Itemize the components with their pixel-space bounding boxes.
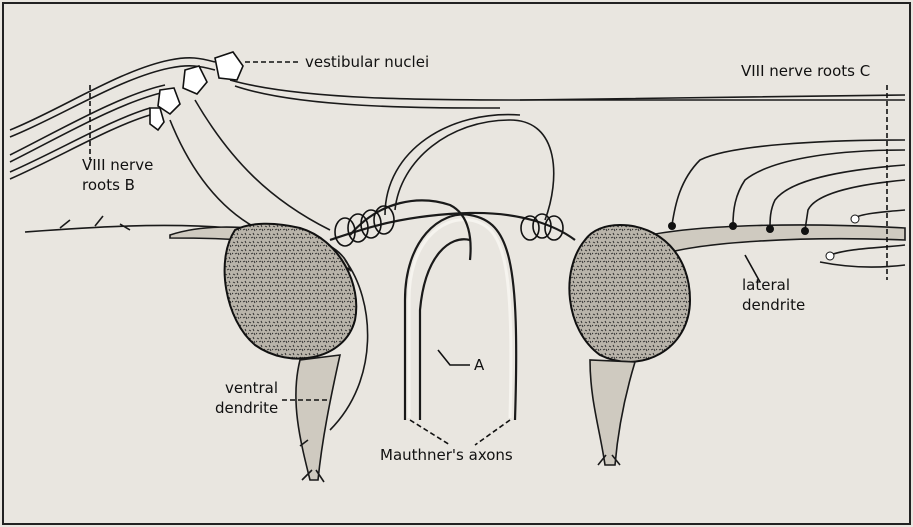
nerve-roots-b-label-line1: VIII nerve <box>82 156 153 174</box>
mauthners-axons-leaders <box>410 420 510 445</box>
mauthners-axons <box>330 115 575 420</box>
mauthners-axons-label: Mauthner's axons <box>380 446 513 464</box>
ventral-dendrite-label-line2: dendrite <box>215 399 278 417</box>
ventral-dendrite-label-line1: ventral <box>225 379 278 397</box>
axon-coils <box>335 206 563 246</box>
right-mauthner-cell <box>569 225 905 465</box>
nerve-roots-b-label-line2: roots B <box>82 176 135 194</box>
label-a-leader <box>438 350 470 365</box>
nerve-roots-c-label: VIII nerve roots C <box>741 62 870 80</box>
vestibular-nuclei-label: vestibular nuclei <box>305 53 429 71</box>
lateral-dendrite-label-line2: dendrite <box>742 296 805 314</box>
left-mauthner-cell <box>170 224 356 482</box>
vestibular-projections <box>170 80 905 230</box>
vestibular-nuclei-cells <box>150 52 243 130</box>
label-a: A <box>474 356 485 374</box>
lateral-dendrite-label-line1: lateral <box>742 276 790 294</box>
